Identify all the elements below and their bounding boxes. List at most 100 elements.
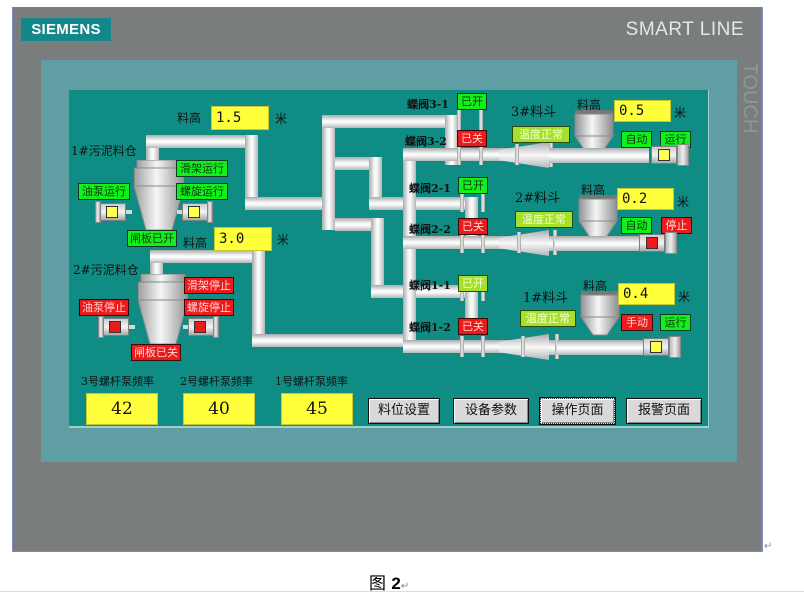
pipe bbox=[245, 197, 323, 210]
hopper-3-level-value[interactable]: 0.5 bbox=[614, 100, 671, 122]
pump-3-freq-value[interactable]: 42 bbox=[86, 393, 158, 425]
hopper-2-temp-status: 温度正常 bbox=[515, 211, 573, 228]
figure-caption: 图 2↵ bbox=[369, 569, 409, 594]
motor-indicator bbox=[109, 321, 121, 333]
pipe bbox=[369, 157, 382, 203]
hopper-3-temp-status: 温度正常 bbox=[512, 126, 570, 143]
pump-1-freq-label: 1号螺杆泵频率 bbox=[275, 375, 348, 388]
hopper-3-motor bbox=[649, 144, 691, 166]
pipe bbox=[322, 115, 335, 230]
hopper-2-mode-status[interactable]: 自动 bbox=[621, 217, 652, 234]
hopper-2-level-label: 料高 bbox=[581, 183, 606, 197]
motor-indicator bbox=[188, 206, 200, 218]
hopper-2-motor bbox=[637, 232, 679, 254]
flange bbox=[481, 336, 485, 357]
hopper-2-bin bbox=[578, 195, 618, 240]
flange bbox=[481, 232, 485, 253]
device-params-button[interactable]: 设备参数 bbox=[453, 398, 529, 424]
valve-3-2-label: 蝶阀3-2 bbox=[405, 135, 447, 148]
silo-2-level-label: 料高 bbox=[183, 236, 208, 250]
pipe bbox=[322, 115, 457, 128]
flange bbox=[515, 144, 519, 165]
valve-1-2-label: 蝶阀1-2 bbox=[409, 321, 451, 334]
motor-indicator bbox=[646, 237, 658, 249]
hopper-3-mode-status[interactable]: 自动 bbox=[621, 131, 652, 148]
valve-1-1-label: 蝶阀1-1 bbox=[409, 279, 451, 292]
silo-1-level-unit: 米 bbox=[275, 112, 288, 126]
pipe bbox=[252, 334, 404, 347]
hopper-2-name: 2#料斗 bbox=[515, 191, 561, 206]
silo-2-oil-pump-motor bbox=[98, 316, 135, 338]
pump-2-freq-value[interactable]: 40 bbox=[183, 393, 255, 425]
motor-indicator bbox=[106, 206, 118, 218]
flange bbox=[479, 110, 483, 131]
pipe bbox=[150, 250, 265, 263]
flange bbox=[521, 336, 525, 357]
silo-2-screw-status: 螺旋停止 bbox=[184, 299, 234, 316]
pipe-reducer bbox=[499, 230, 549, 256]
valve-2-1-status[interactable]: 已开 bbox=[458, 177, 488, 194]
valve-3-2-status[interactable]: 已关 bbox=[457, 130, 487, 147]
silo-1-slide-frame-status: 滑架运行 bbox=[176, 160, 228, 177]
hmi-panel-frame: SIEMENS SMART LINE TOUCH bbox=[12, 7, 763, 552]
pump-1-freq-value[interactable]: 45 bbox=[281, 393, 353, 425]
hopper-1-motor bbox=[641, 336, 683, 358]
valve-1-2-status[interactable]: 已关 bbox=[458, 318, 488, 335]
hopper-2-level-value[interactable]: 0.2 bbox=[617, 188, 674, 210]
pipe bbox=[369, 197, 477, 210]
silo-2-level-unit: 米 bbox=[277, 233, 290, 247]
flange bbox=[460, 232, 464, 253]
hopper-3-level-unit: 米 bbox=[674, 106, 687, 120]
silo-2-screw-motor bbox=[183, 316, 219, 338]
hopper-2-level-unit: 米 bbox=[677, 195, 690, 209]
touch-label: TOUCH bbox=[737, 62, 761, 134]
silo-2-name: 2#污泥料仓 bbox=[73, 263, 139, 277]
caption-prefix: 图 bbox=[369, 574, 386, 594]
valve-3-1-status[interactable]: 已开 bbox=[457, 93, 487, 110]
valve-1-1-status[interactable]: 已开 bbox=[458, 275, 488, 292]
hopper-1-mode-status[interactable]: 手动 bbox=[621, 314, 653, 331]
siemens-logo: SIEMENS bbox=[21, 18, 111, 41]
pipe bbox=[557, 340, 649, 355]
hopper-1-name: 1#料斗 bbox=[523, 291, 569, 306]
valve-2-2-label: 蝶阀2-2 bbox=[409, 223, 451, 236]
silo-2-slide-frame-status: 滑架停止 bbox=[184, 277, 234, 294]
pipe bbox=[371, 285, 477, 298]
pipe bbox=[252, 250, 265, 345]
motor-indicator bbox=[650, 341, 662, 353]
silo-2-gate-status: 闸板已关 bbox=[131, 344, 181, 361]
silo-1-level-value[interactable]: 1.5 bbox=[211, 106, 269, 130]
pipe bbox=[371, 218, 384, 290]
touch-text: TOUCH bbox=[738, 62, 761, 134]
operation-page-button[interactable]: 操作页面 bbox=[539, 397, 616, 425]
model-label: SMART LINE bbox=[625, 19, 744, 40]
silo-1-name: 1#污泥料仓 bbox=[71, 144, 137, 158]
hopper-1-bin bbox=[580, 291, 620, 336]
valve-2-2-status[interactable]: 已关 bbox=[458, 218, 488, 235]
hopper-1-run-status[interactable]: 运行 bbox=[660, 314, 691, 331]
pipe bbox=[146, 135, 258, 148]
alarm-page-button[interactable]: 报警页面 bbox=[626, 398, 702, 424]
silo-1-level-label: 料高 bbox=[177, 111, 202, 125]
pump-3-freq-label: 3号螺杆泵频率 bbox=[81, 375, 154, 388]
motor-indicator bbox=[658, 149, 670, 161]
divider bbox=[0, 591, 804, 592]
hopper-1-level-value[interactable]: 0.4 bbox=[618, 283, 675, 305]
hopper-3-run-status[interactable]: 运行 bbox=[660, 131, 691, 148]
silo-1-bin bbox=[134, 160, 184, 231]
motor-indicator bbox=[194, 321, 206, 333]
caption-number: 2 bbox=[391, 574, 401, 593]
hopper-3-level-label: 料高 bbox=[577, 98, 602, 112]
flange bbox=[517, 232, 521, 253]
valve-2-1-label: 蝶阀2-1 bbox=[409, 182, 451, 195]
level-settings-button[interactable]: 料位设置 bbox=[368, 398, 440, 424]
silo-2-level-value[interactable]: 3.0 bbox=[214, 227, 272, 251]
pipe bbox=[549, 148, 647, 163]
valve-3-1-label: 蝶阀3-1 bbox=[407, 98, 449, 111]
pipe-reducer bbox=[499, 142, 549, 168]
silo-1-screw-motor bbox=[177, 201, 213, 223]
pipe bbox=[403, 148, 416, 352]
hopper-3-name: 3#料斗 bbox=[511, 105, 557, 120]
paragraph-mark: ↵ bbox=[764, 541, 773, 552]
